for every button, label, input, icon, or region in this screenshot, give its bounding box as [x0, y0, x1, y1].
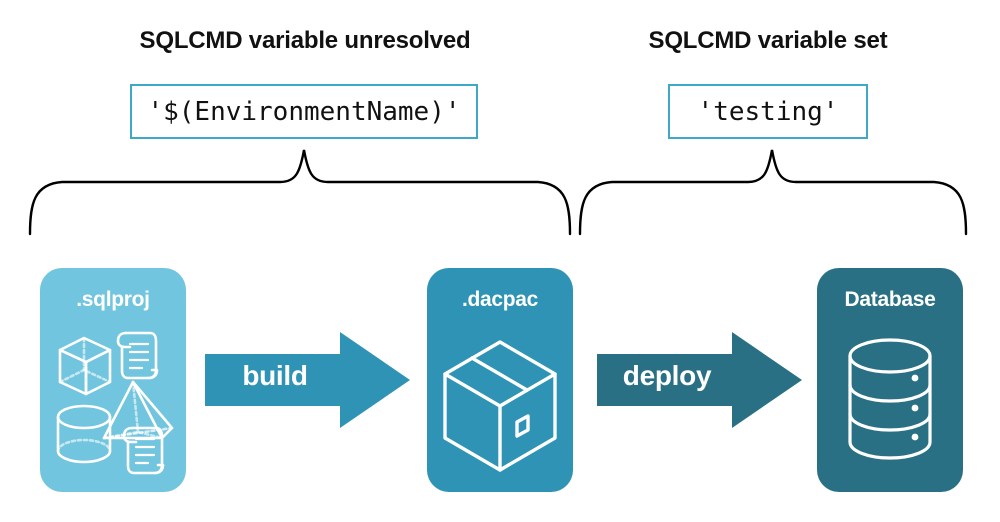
arrow-deploy: deploy — [597, 332, 802, 428]
stage-label-sqlproj: .sqlproj — [76, 288, 150, 311]
database-artwork — [817, 320, 963, 485]
arrow-build-shape — [205, 332, 410, 428]
cube-icon — [58, 336, 112, 396]
group-heading-right: SQLCMD variable set — [648, 27, 888, 54]
stage-box-database[interactable]: Database — [817, 268, 963, 492]
group-heading-left: SQLCMD variable unresolved — [139, 27, 471, 54]
brace-left — [28, 149, 572, 236]
stage-box-dacpac[interactable]: .dacpac — [427, 268, 573, 492]
cylinder-icon — [56, 404, 112, 464]
arrow-deploy-shape — [597, 332, 802, 428]
database-cylinder-icon — [848, 338, 932, 460]
stage-label-dacpac: .dacpac — [461, 288, 539, 311]
scroll-icon — [116, 331, 159, 380]
sqlproj-artwork — [40, 320, 186, 485]
dacpac-artwork — [427, 320, 573, 485]
scroll-icon — [122, 426, 165, 475]
brace-right — [578, 149, 968, 236]
package-box-icon — [443, 340, 557, 472]
arrow-build: build — [205, 332, 410, 428]
stage-label-database: Database — [844, 288, 936, 311]
code-value-box-right: 'testing' — [668, 84, 868, 139]
code-value-box-left: '$(EnvironmentName)' — [130, 84, 478, 139]
stage-box-sqlproj[interactable]: .sqlproj — [40, 268, 186, 492]
